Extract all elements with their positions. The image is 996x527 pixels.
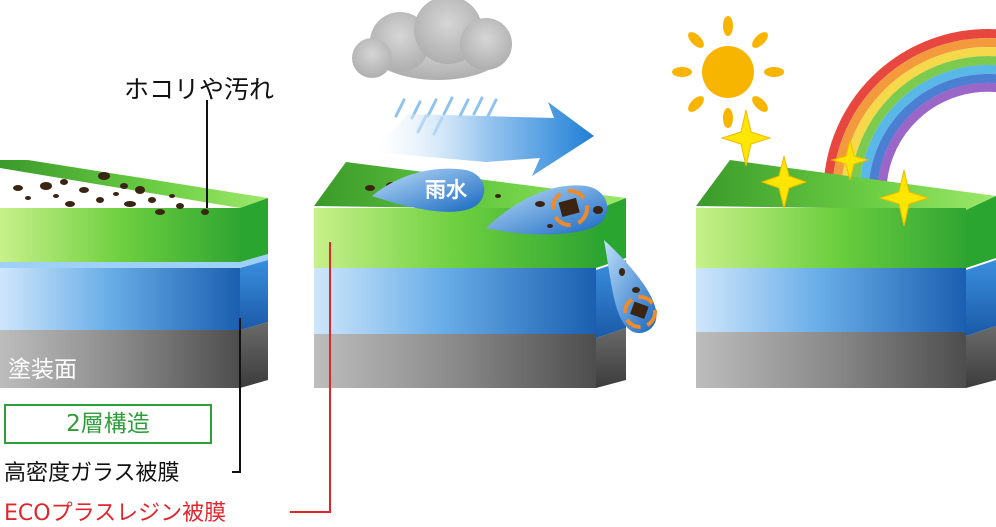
sun-icon [672, 16, 784, 128]
dust-label: ホコリや汚れ [124, 75, 275, 104]
eco-film-label: ECOプラスレジン被膜 [4, 501, 227, 526]
eco-leader-line [290, 242, 331, 513]
base-layer-front [696, 330, 966, 388]
water-drop-icon [486, 185, 608, 235]
water-drop-icon [604, 240, 657, 334]
resin-layer-side [240, 198, 268, 262]
glass-layer-front [696, 266, 966, 332]
glass-layer-front [314, 268, 596, 334]
water-drop-icon [372, 168, 485, 212]
base-layer-side [966, 326, 996, 388]
resin-layer-side [966, 196, 996, 268]
cloud-icon [352, 0, 512, 80]
glass-layer-top [0, 254, 268, 268]
panel-before [0, 100, 268, 388]
base-layer-front [0, 330, 240, 388]
structure-label: 2層構造 [66, 411, 150, 437]
panel-after [696, 160, 996, 388]
rain-arrow-icon [372, 102, 594, 176]
glass-film-label: 高密度ガラス被膜 [4, 461, 180, 486]
glass-leader-line [232, 318, 241, 473]
sparkle-icon [720, 109, 930, 227]
base-surface-label: 塗装面 [8, 357, 77, 383]
base-layer-front [314, 330, 596, 388]
structure-box [4, 404, 212, 444]
resin-layer-front [0, 208, 240, 262]
rain-label: 雨水 [425, 178, 467, 202]
glass-layer-side [240, 260, 268, 330]
base-layer-side [240, 322, 268, 388]
glass-layer-side [966, 260, 996, 336]
resin-layer-front [696, 208, 966, 268]
rainbow-icon [823, 29, 996, 199]
resin-layer-top [0, 160, 268, 208]
glass-layer-front [0, 268, 240, 330]
base-layer-side [596, 328, 626, 388]
dust-particles [13, 172, 209, 215]
